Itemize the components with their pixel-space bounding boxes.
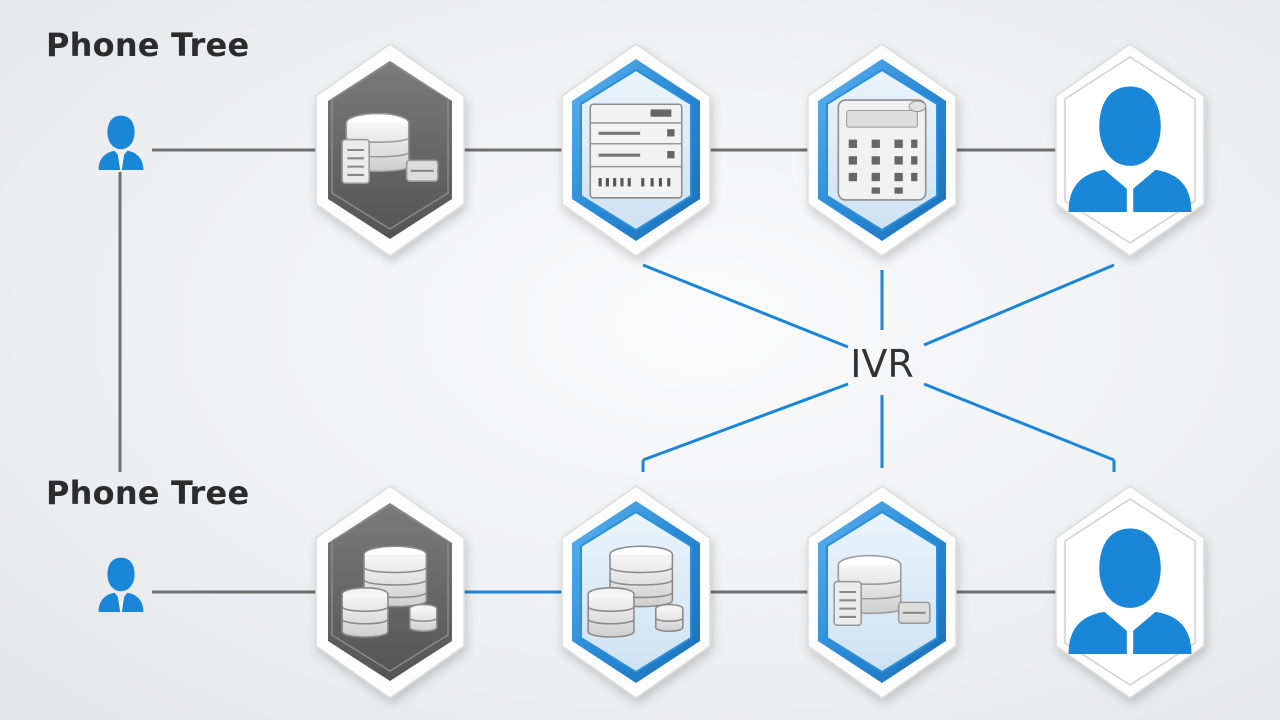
ivr-hub-label: IVR [850,342,914,386]
top-row-node-4 [1055,43,1205,257]
bottom-row-node-2 [561,485,711,699]
ivr-spoke-4 [642,382,849,462]
bottom-row-node-3 [807,485,957,699]
top-row-node-1 [315,43,465,257]
top-row-node-2 [561,43,711,257]
bottom-row-node-1 [315,485,465,699]
top-row-node-3 [807,43,957,257]
top-title: Phone Tree [46,26,250,64]
ivr-spoke-6 [923,382,1115,462]
ivr-spoke-1 [642,263,849,349]
server-rack-icon [588,102,684,200]
bottom-title: Phone Tree [46,474,250,512]
keypad-phone-icon [837,99,927,201]
bottom-row-node-4 [1055,485,1205,699]
start-person-icon-1 [98,115,144,170]
ivr-spoke-3 [923,263,1115,347]
start-person-icon-2 [98,557,144,612]
diagram-nodes [98,43,1205,699]
